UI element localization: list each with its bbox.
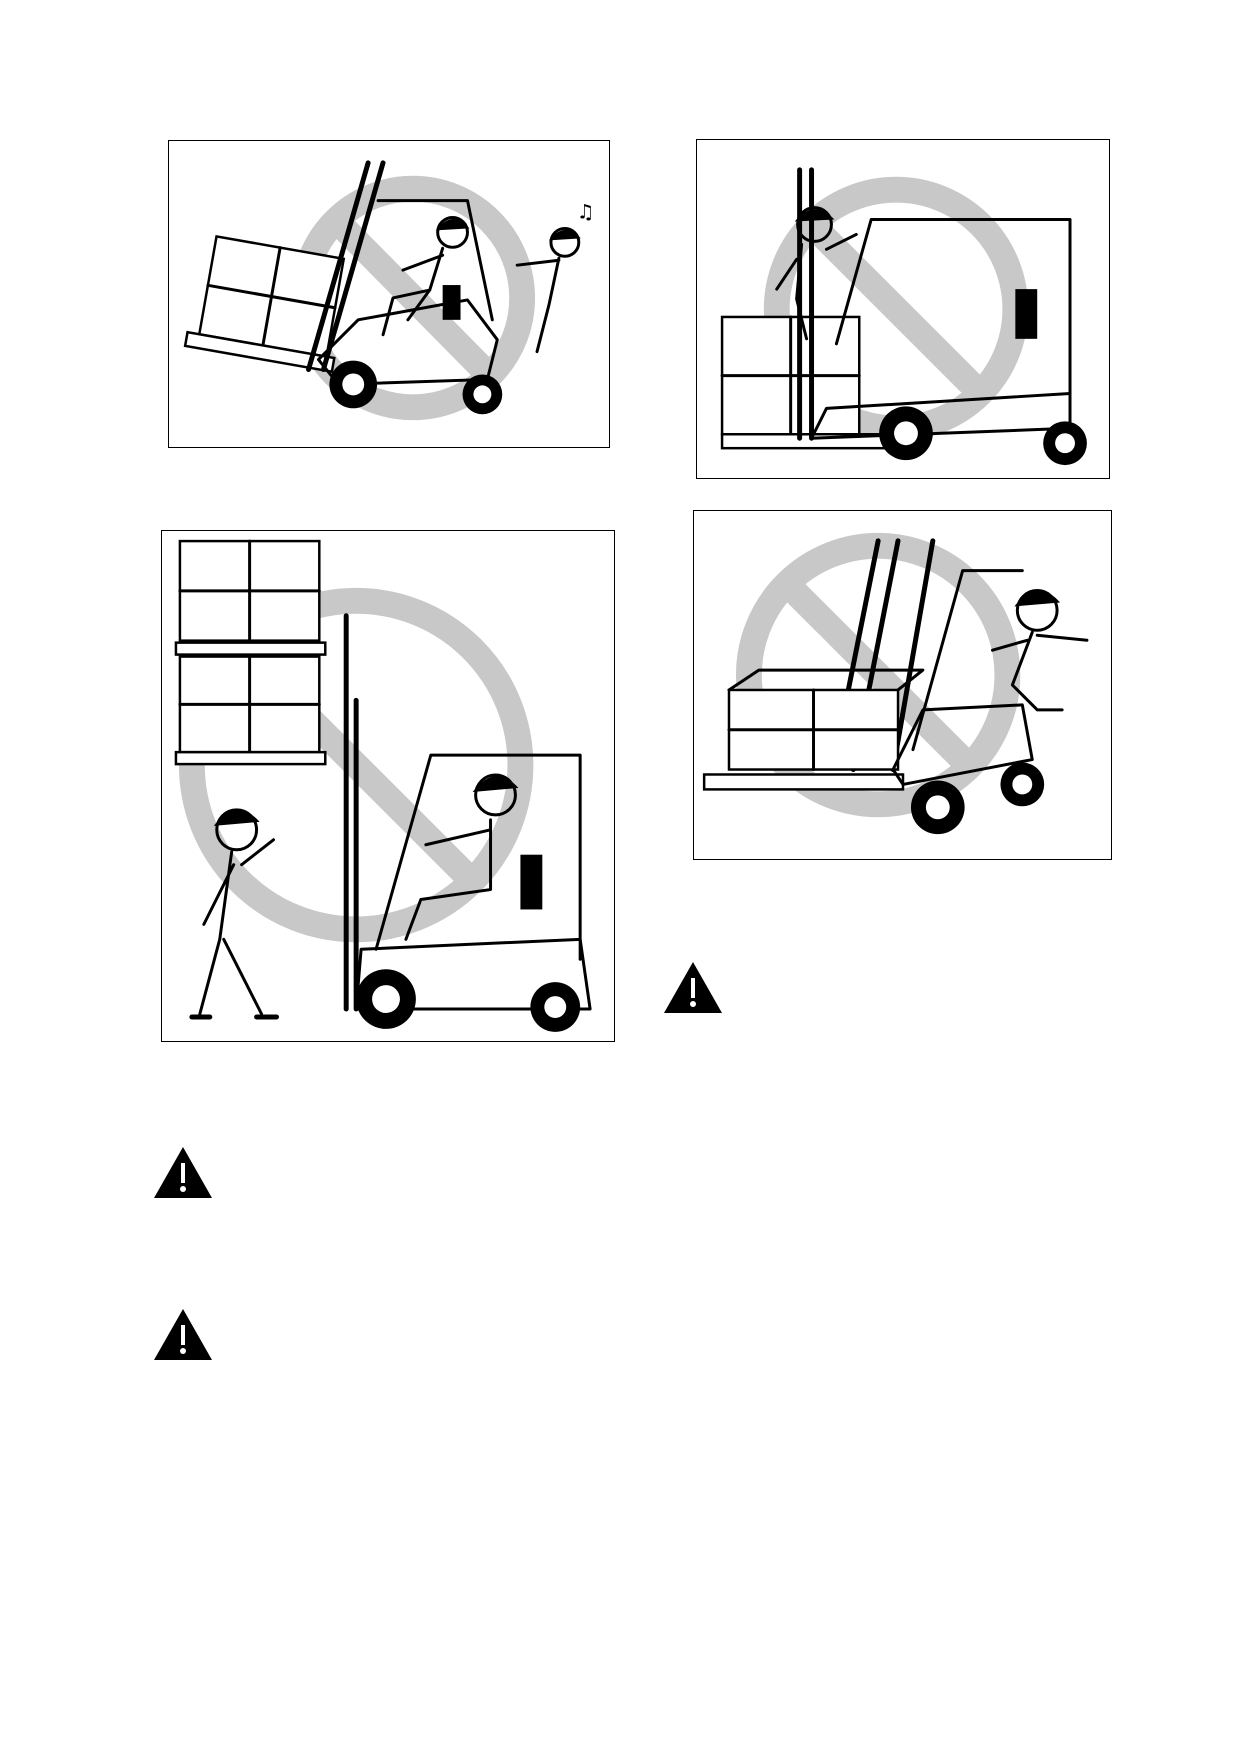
warning-left-2	[152, 1307, 214, 1362]
warning-left-1	[152, 1145, 214, 1200]
prohibited-under-load-image	[174, 539, 592, 1032]
warning-triangle-icon	[664, 962, 722, 1013]
warning-triangle-icon	[154, 1309, 212, 1360]
illustration-no-standing-under-load	[161, 530, 615, 1042]
illustration-no-passenger: ♫	[168, 140, 610, 448]
illustration-no-jumping-off	[693, 510, 1112, 860]
prohibited-riding-on-forks-image	[720, 167, 1087, 466]
warning-triangle-icon	[154, 1147, 212, 1198]
prohibited-passenger-riding-image: ♫	[183, 160, 595, 421]
illustration-no-riding-on-forks	[696, 139, 1110, 479]
prohibited-jumping-off-image	[702, 532, 1089, 835]
music-note-icon: ♫	[577, 200, 595, 223]
warning-right	[662, 960, 724, 1015]
